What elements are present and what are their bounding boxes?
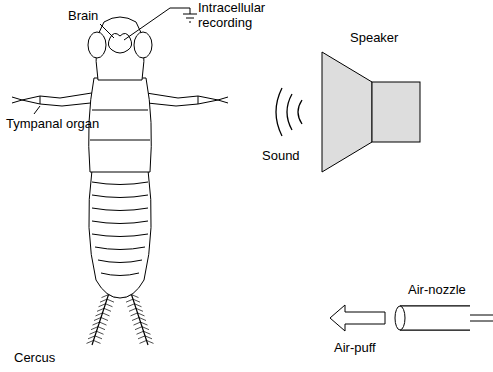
cercus-hair xyxy=(87,340,94,343)
cercus-hair xyxy=(138,336,145,339)
part-label: Sound xyxy=(262,148,300,163)
cercus-hair xyxy=(91,327,98,330)
abdomen-segment xyxy=(95,247,145,250)
cercus-hair xyxy=(97,308,104,311)
cercus-hair xyxy=(133,299,140,302)
cercus-hair xyxy=(144,331,151,334)
cercus-hair xyxy=(90,331,97,334)
abdomen-segment xyxy=(98,260,142,263)
cercus-hair xyxy=(98,327,105,330)
cercus-hair xyxy=(96,313,103,316)
abdomen-segment xyxy=(92,195,148,198)
cercus-hair xyxy=(101,318,108,321)
cercus-hair xyxy=(135,304,142,307)
cercus-hair xyxy=(94,340,101,343)
abdomen-segment xyxy=(92,234,148,237)
cercus-hair xyxy=(100,322,107,325)
cercus-hair xyxy=(134,322,141,325)
cercus-hair xyxy=(129,308,136,311)
cercus-hair xyxy=(126,299,133,302)
cercus-hair xyxy=(93,322,100,325)
part-label: Speaker xyxy=(350,30,398,45)
cercus-hair xyxy=(107,299,114,302)
part-label: Cercus xyxy=(14,350,55,365)
cercus-hair xyxy=(94,318,101,321)
cercus-hair xyxy=(138,313,145,316)
cercus-hair xyxy=(99,304,106,307)
cercus-hair xyxy=(145,336,152,339)
part-label: Brain xyxy=(68,8,98,23)
cercus-hair xyxy=(104,308,111,311)
part-label: Intracellular recording xyxy=(198,0,288,30)
abdomen-segment xyxy=(101,273,139,276)
cercus-hair xyxy=(136,308,143,311)
abdomen-segment xyxy=(92,221,148,224)
abdomen-segment xyxy=(92,208,148,211)
cercus-hair xyxy=(132,318,139,321)
cercus-hair xyxy=(97,331,104,334)
cercus-hair xyxy=(139,318,146,321)
cercus-hair xyxy=(132,295,139,298)
cercus-hair xyxy=(100,299,107,302)
cercus-hair xyxy=(147,340,154,343)
cercus-hair xyxy=(88,336,95,339)
cercus-hair xyxy=(102,295,109,298)
part-label: Tympanal organ xyxy=(6,116,99,131)
cercus-hair xyxy=(135,327,142,330)
cercus-hair xyxy=(95,336,102,339)
cercus-hair xyxy=(142,327,149,330)
part-label: Air-nozzle xyxy=(408,282,466,297)
cercus-hair xyxy=(103,313,110,316)
cercus-hair xyxy=(131,313,138,316)
cercus-hair xyxy=(106,304,113,307)
cercus-hair xyxy=(141,322,148,325)
cercus-hair xyxy=(137,331,144,334)
cercus-hair xyxy=(128,304,135,307)
abdomen-segment xyxy=(92,182,148,185)
part-label: Air-puff xyxy=(334,340,376,355)
cercus-hair xyxy=(140,340,147,343)
